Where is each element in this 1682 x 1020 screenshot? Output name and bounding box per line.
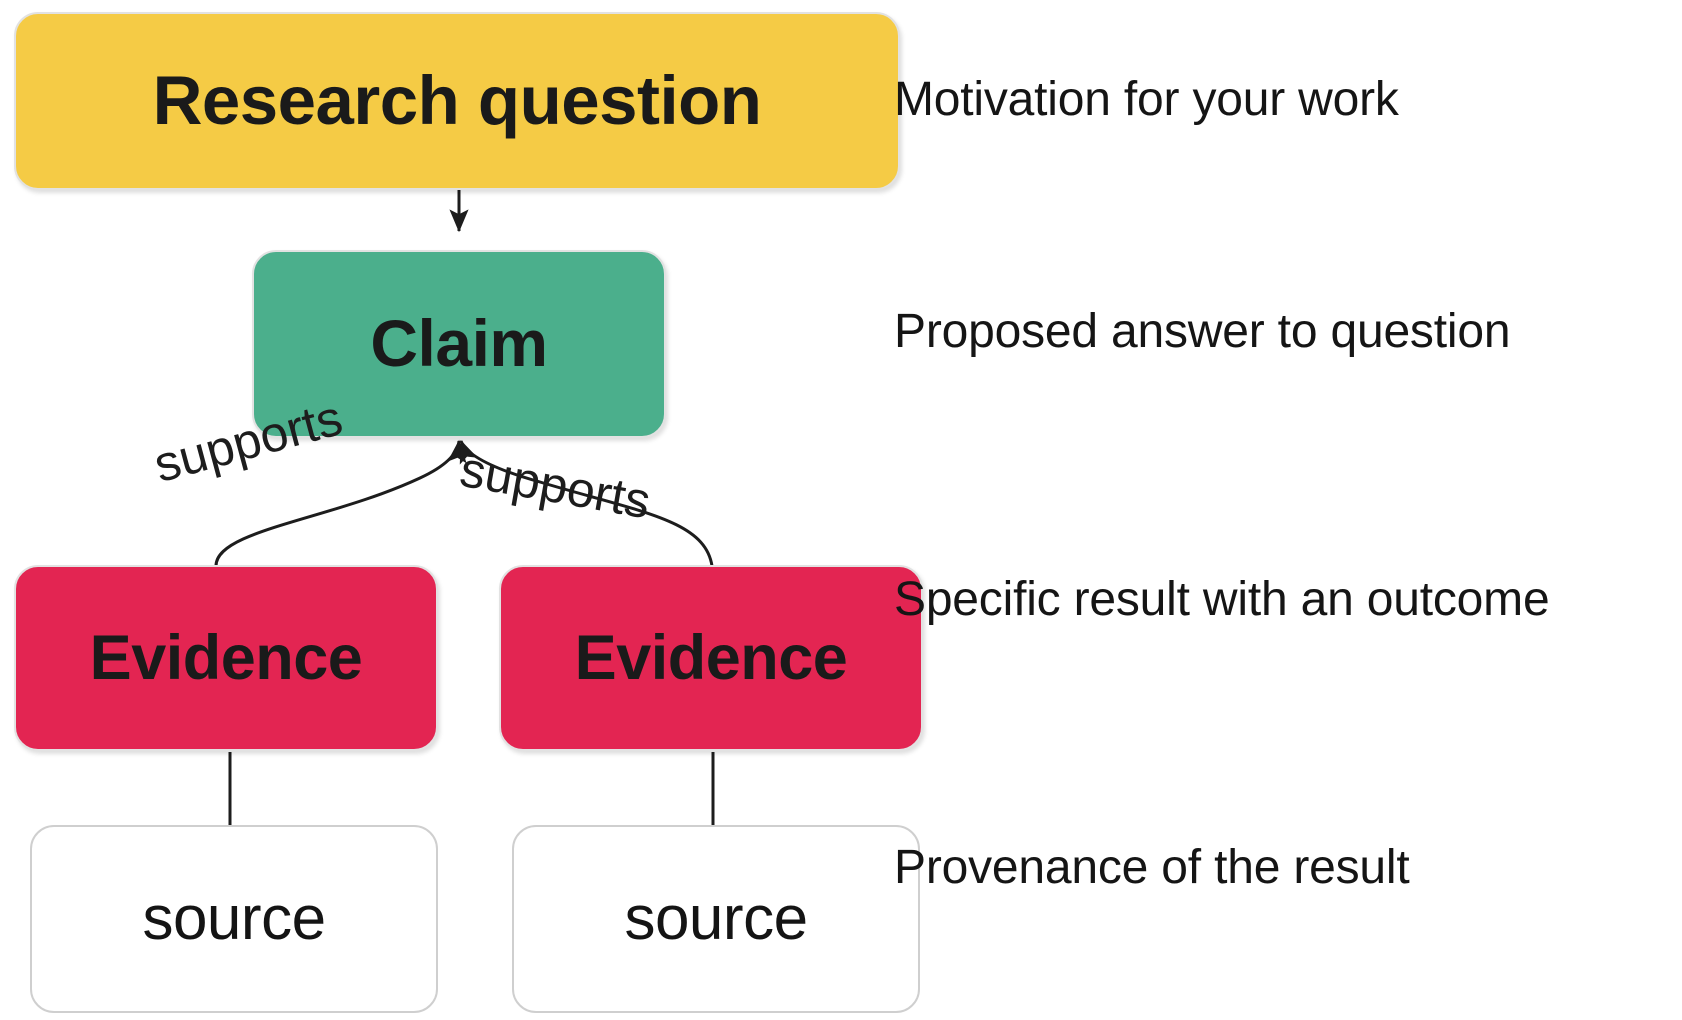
annotation-source: Provenance of the result: [894, 841, 1410, 894]
node-evidence-1-label: Evidence: [89, 622, 363, 693]
node-evidence-2[interactable]: Evidence: [499, 565, 923, 751]
node-evidence-2-label: Evidence: [574, 622, 848, 693]
annotation-claim: Proposed answer to question: [894, 305, 1511, 358]
node-research-question-label: Research question: [152, 61, 762, 139]
node-research-question[interactable]: Research question: [14, 12, 900, 190]
edge-label-supports-right: supports: [456, 440, 655, 530]
node-claim[interactable]: Claim: [252, 250, 666, 438]
node-source-1-label: source: [142, 884, 326, 954]
node-source-2-label: source: [624, 884, 808, 954]
annotation-research-question: Motivation for your work: [894, 73, 1399, 126]
node-claim-label: Claim: [370, 306, 548, 381]
edge-label-supports-left: supports: [148, 389, 348, 494]
annotation-evidence: Specific result with an outcome: [894, 573, 1550, 626]
node-source-2[interactable]: source: [512, 825, 920, 1013]
node-evidence-1[interactable]: Evidence: [14, 565, 438, 751]
node-source-1[interactable]: source: [30, 825, 438, 1013]
